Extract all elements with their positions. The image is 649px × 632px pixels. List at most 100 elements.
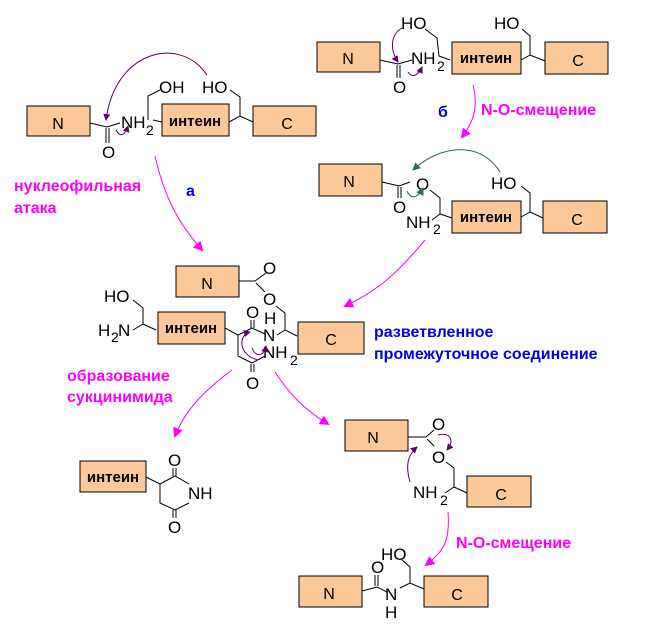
electron-arrow-nh [407,66,423,76]
imide-oxygen-top: O [246,303,259,322]
n-o-shift-arrow-bottom[interactable] [424,511,449,567]
amine-subscript: 2 [111,329,119,345]
intein-box [79,460,147,493]
branched-intermediate-label-line1: разветвленное [374,324,494,341]
electron-arrow-cyclization [241,330,259,361]
intein-succinimide-structure: интеин O O NH [79,451,213,537]
c-extein-label: C [495,487,507,504]
c-extein-box [466,475,532,508]
imide-oxygen-bottom: O [246,374,259,393]
release-arrow[interactable] [274,371,330,426]
amide-subscript: 2 [290,352,298,368]
n-extein-box [316,41,381,73]
branched-intermediate-label-line2: промежуточное соединение [374,346,598,363]
electron-arrow-attack [103,52,208,121]
imide-oxygen-top: O [168,451,181,470]
amine-h2n: H [98,321,110,340]
amine-nh: NH [411,49,436,68]
path-a-label: а [186,183,195,200]
hydroxyl-ho: HO [381,545,407,564]
n-o-shift-label-top: N-O-смещение [481,102,596,119]
carbonyl-oxygen: O [432,415,445,434]
carbonyl-oxygen: O [263,259,276,278]
amine-nh: NH [413,483,438,502]
c-extein-label: C [572,53,584,70]
n-extein-box [298,575,363,608]
c-extein-box [423,575,489,608]
ester-oxygen: O [263,290,276,309]
imide-nh: NH [188,484,213,503]
ester-intermediate-structure: N O O NH 2 интеин HO C [318,149,608,237]
nucleophilic-attack-arrow[interactable] [154,155,204,252]
c-extein-label: C [325,332,337,349]
carbonyl-oxygen: O [393,78,406,97]
amide-h: H [385,603,397,622]
imide-oxygen-bottom: O [168,518,181,537]
electron-arrow-transesterification [412,149,501,173]
amine-subscript: 2 [433,221,441,237]
electron-arrow-amine-attack [407,446,418,483]
amine-subscript: 2 [437,58,445,74]
amine-nh: NH [406,213,431,232]
electron-arrow-ester [406,187,424,198]
amine-subscript: 2 [146,122,154,138]
c-extein-box [542,200,608,234]
ester-oxygen: O [432,448,445,467]
c-extein-label: C [281,116,293,133]
amine-subscript: 2 [440,492,448,508]
carbonyl-oxygen: O [393,198,406,217]
hydroxyl-ho: HO [104,287,130,306]
released-ester-structure: N O O NH 2 C [344,415,532,508]
electron-arrow-ester-break [437,433,454,451]
amine-nh: NH [121,113,146,132]
hydroxyl-oh: OH [159,78,185,97]
intein-box [451,41,522,75]
intein-label: интеин [460,209,512,226]
succinimide-formation-arrow[interactable] [173,369,233,438]
ring-h: H [264,309,276,328]
c-extein-label: C [451,587,463,604]
n-extein-label: N [201,276,213,293]
intein-box [161,103,230,137]
electron-arrow-o-attack [391,27,403,63]
ester-oxygen: O [416,175,429,194]
hydroxyl-ho: HO [494,14,520,33]
ring-n: N [263,326,275,345]
n-extein-label: N [367,430,379,447]
succinimide-label-line2: сукцинимида [67,389,173,406]
hydroxyl-ho: HO [491,174,517,193]
intein-box [451,200,522,234]
n-extein-box [175,265,240,298]
intein-box [157,311,226,345]
carbonyl-oxygen: O [371,558,384,577]
n-extein-label: N [342,51,354,68]
c-extein-label: C [571,212,583,229]
hydroxyl-ho: HO [202,78,228,97]
intein-label: интеин [460,50,512,67]
intein-label: интеин [169,113,221,130]
n-extein-box [26,105,91,137]
n-extein-box [318,163,383,197]
c-extein-box [297,321,365,355]
precursor-structure-a: N O NH 2 OH интеин HO C [26,52,317,162]
n-o-shift-arrow-top[interactable] [460,84,476,139]
electron-arrow-release [251,345,269,355]
amide-n: N [385,585,397,604]
branched-intermediate-structure: N O O HO H 2 N интеин O O H N NH 2 C [98,259,365,393]
nucleophilic-attack-label-line1: нуклеофильная [14,178,141,195]
nucleophilic-attack-label-line2: атака [14,200,57,217]
succinimide-label-line1: образование [67,368,170,385]
amide-nh: NH [263,343,288,362]
intein-label: интеин [165,320,217,337]
n-extein-label: N [323,586,335,603]
c-extein-box [252,105,317,137]
n-extein-box [344,419,409,452]
spliced-product-structure: N O N H HO C [298,545,489,622]
precursor-structure-b: N O NH 2 HO интеин HO C [316,14,609,97]
transesterification-arrow[interactable] [343,239,426,308]
carbonyl-oxygen: O [102,143,115,162]
electron-arrow-nh [115,125,130,136]
n-extein-label: N [343,174,355,191]
n-extein-label: N [52,116,64,133]
